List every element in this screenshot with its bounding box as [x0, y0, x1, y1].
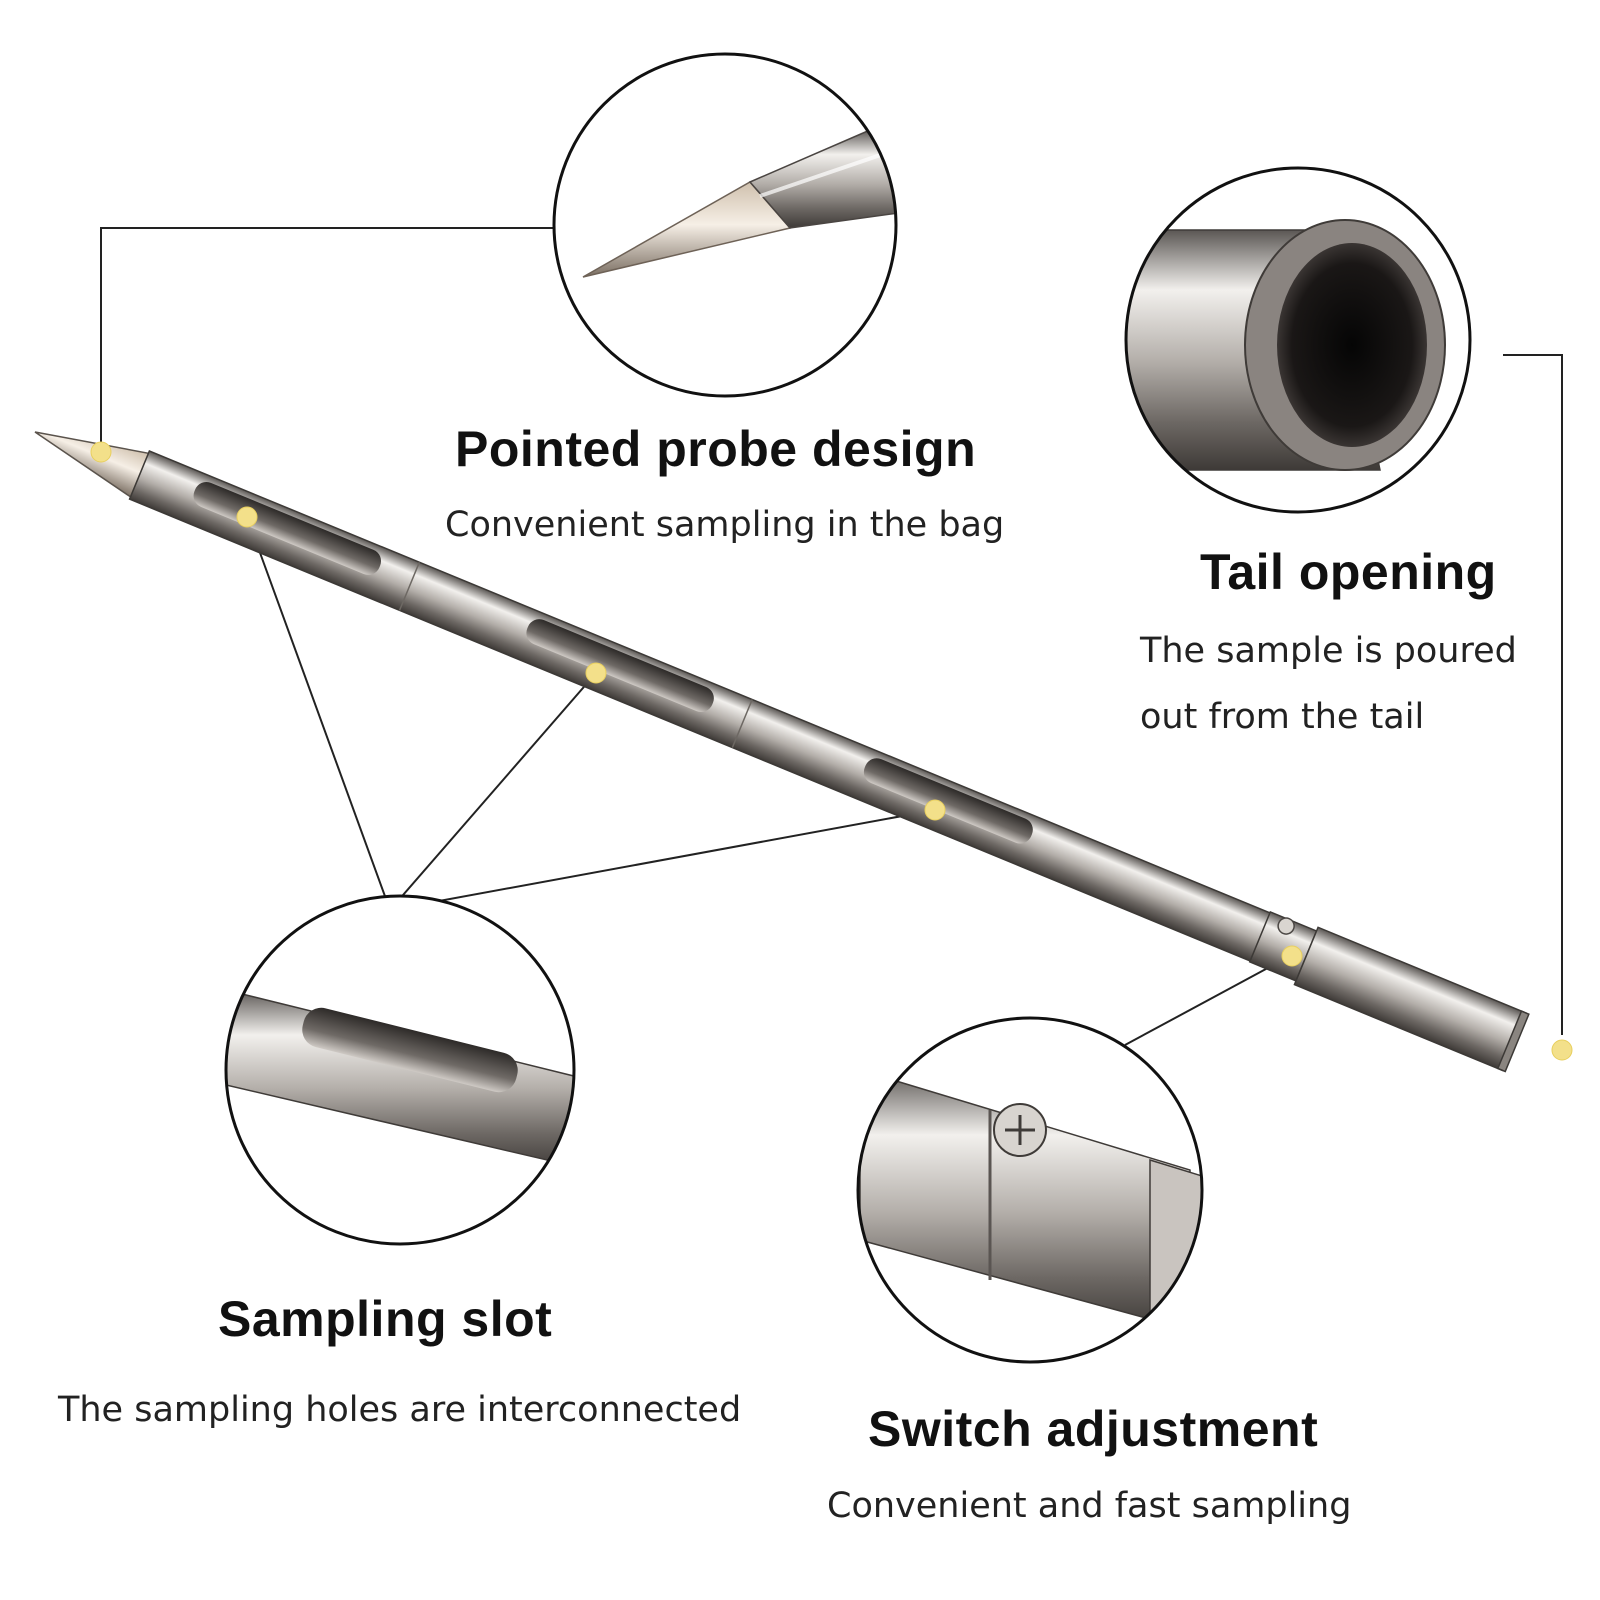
- marker-tail: [1551, 1039, 1573, 1061]
- probe-slot-1: [193, 481, 382, 575]
- tail-opening-title: Tail opening: [1200, 544, 1497, 600]
- zoom-switch-collar: [1149, 1158, 1202, 1342]
- probe-band-1: [398, 562, 421, 611]
- leader-switch: [1124, 955, 1291, 1046]
- tail-opening-description-line-2: out from the tail: [1140, 697, 1425, 737]
- zoom-circle-probe-tip: [552, 52, 898, 398]
- probe-switch-screw: [1277, 917, 1295, 935]
- pointed-probe-description: Convenient sampling in the bag: [445, 505, 1005, 545]
- leader-slot-2: [389, 672, 597, 911]
- zoom-circle-sampling-slot: [224, 894, 576, 1246]
- leader-lines: [100, 227, 1563, 1046]
- zoom-circle-switch: [856, 1016, 1204, 1364]
- probe-handle: [1293, 926, 1528, 1072]
- probe-tail-end: [1496, 1010, 1530, 1073]
- leader-slot-3: [389, 809, 936, 911]
- marker-slot-1: [236, 506, 258, 528]
- probe-slot-3: [863, 758, 1033, 844]
- marker-slot-2: [585, 662, 607, 684]
- leader-slot-1: [246, 516, 391, 911]
- tail-opening-description: The sample is poured out from the tail: [1140, 618, 1517, 750]
- sampling-slot-title: Sampling slot: [218, 1291, 553, 1347]
- leader-probe-tip: [100, 227, 554, 443]
- probe-rod: [34, 431, 1530, 1073]
- tail-opening-description-line-1: The sample is poured: [1140, 631, 1517, 671]
- probe-slot-2: [526, 619, 714, 713]
- marker-switch: [1281, 945, 1303, 967]
- switch-adjustment-title: Switch adjustment: [868, 1401, 1319, 1457]
- marker-slot-3: [924, 799, 946, 821]
- sampling-slot-description: The sampling holes are interconnected: [58, 1390, 742, 1430]
- probe-tip: [34, 431, 152, 500]
- switch-adjustment-description: Convenient and fast sampling: [827, 1486, 1352, 1526]
- marker-dots: [90, 441, 1573, 1061]
- zoom-slot-opening: [302, 1007, 518, 1093]
- probe-band-2: [731, 699, 753, 748]
- marker-tip: [90, 441, 112, 463]
- pointed-probe-title: Pointed probe design: [455, 421, 977, 477]
- zoom-circle-tail-opening: [1124, 166, 1472, 514]
- zoom-tail-hole: [1277, 243, 1427, 447]
- leader-tail: [1503, 354, 1563, 1035]
